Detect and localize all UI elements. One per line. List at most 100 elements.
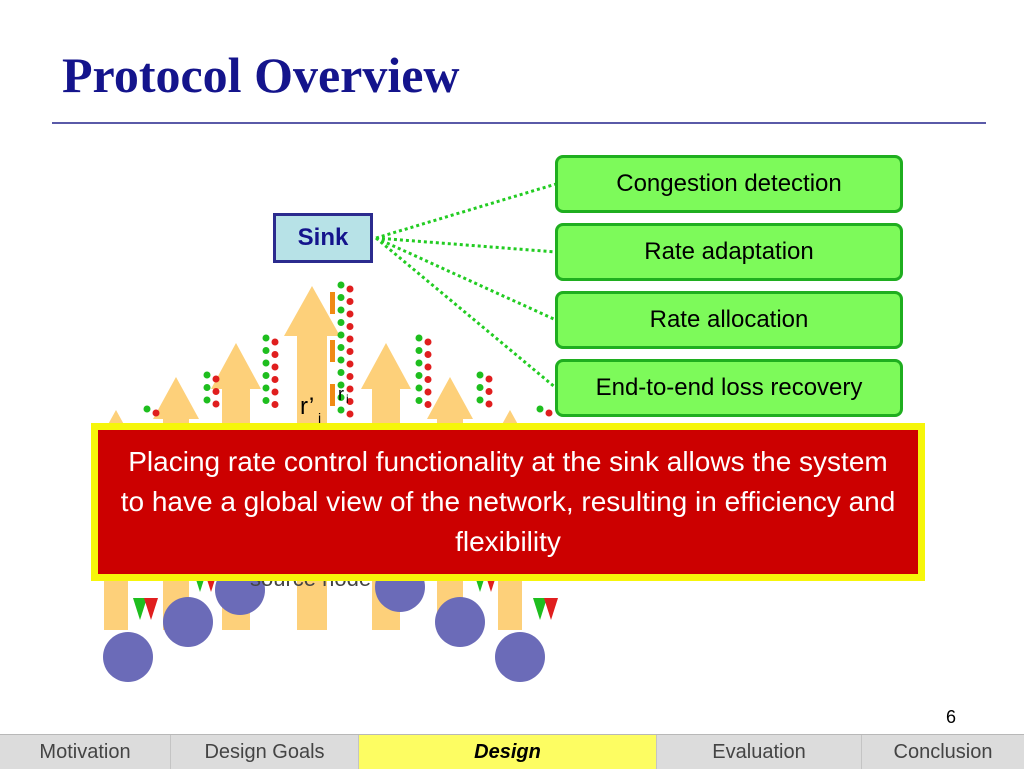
sensor-node-1 [163, 597, 213, 647]
queue-bar-2 [330, 384, 335, 406]
packet-green [476, 396, 484, 404]
packet-triangle-green-3 [533, 598, 547, 620]
packet-green [337, 294, 345, 301]
function-rate-adaptation: Rate adaptation [555, 223, 903, 281]
packet-red [346, 360, 354, 368]
packet-green [262, 334, 270, 342]
packet-red [271, 351, 279, 358]
rate-label: r [338, 384, 344, 404]
packet-green [476, 371, 484, 379]
nav-evaluation[interactable]: Evaluation [657, 735, 862, 769]
packet-green [262, 384, 270, 392]
packet-red [424, 351, 432, 358]
packet-green [262, 397, 270, 404]
function-loss-recovery: End-to-end loss recovery [555, 359, 903, 417]
callout-text: Placing rate control functionality at th… [120, 446, 896, 557]
nav-design-goals[interactable]: Design Goals [171, 735, 359, 769]
packet-green [337, 306, 345, 314]
packet-red [346, 310, 354, 318]
packet-green [415, 347, 423, 354]
rate-label-sub: i [346, 392, 349, 406]
function-rate-allocation: Rate allocation [555, 291, 903, 349]
packet-red [485, 375, 493, 383]
packet-green [337, 406, 345, 414]
packet-red [424, 363, 432, 371]
sensor-node-0 [103, 632, 153, 682]
packet-red [545, 409, 553, 417]
packet-red [271, 388, 279, 396]
packet-red [152, 409, 160, 417]
packet-red [424, 376, 432, 383]
packet-green [337, 356, 345, 364]
sink-function-links [375, 182, 557, 390]
packet-green [337, 344, 345, 351]
packet-green [415, 397, 423, 404]
packet-green [415, 384, 423, 392]
sensor-node-5 [495, 632, 545, 682]
packet-red [424, 401, 432, 408]
packet-triangle-green-0 [133, 598, 147, 620]
packet-red [346, 410, 354, 418]
title-divider [52, 122, 986, 124]
page-number: 6 [946, 707, 957, 727]
queue-bars [330, 292, 335, 406]
packet-triangle-red-3 [544, 598, 558, 620]
packet-red [271, 376, 279, 383]
link-line-1 [375, 236, 557, 254]
packet-red [271, 363, 279, 371]
packet-green [203, 396, 211, 404]
packet-red [346, 323, 354, 330]
link-line-2 [375, 236, 557, 322]
packet-red [346, 385, 354, 393]
packet-red [485, 400, 493, 408]
sink-node-box: Sink [273, 213, 373, 263]
packet-green [415, 359, 423, 367]
queue-bar-1 [330, 340, 335, 362]
packet-green [262, 347, 270, 354]
packet-green [337, 281, 345, 289]
packet-red [346, 348, 354, 355]
packet-green [203, 384, 211, 391]
packet-red [271, 401, 279, 408]
packet-green [143, 405, 151, 413]
packet-red [424, 338, 432, 346]
packet-red [485, 388, 493, 395]
packet-green [337, 319, 345, 326]
packet-triangle-red-0 [144, 598, 158, 620]
packet-green [536, 405, 544, 413]
function-congestion-detection: Congestion detection [555, 155, 903, 213]
nav-design[interactable]: Design [359, 735, 657, 769]
packet-red [212, 388, 220, 395]
rate-label-prime: r’ [300, 393, 315, 420]
packet-green [337, 381, 345, 389]
packet-green [476, 384, 484, 391]
callout-box: Placing rate control functionality at th… [91, 423, 925, 581]
link-line-3 [375, 236, 557, 390]
packet-red [346, 373, 354, 380]
packet-red [346, 398, 354, 405]
packet-green [415, 372, 423, 379]
nav-motivation[interactable]: Motivation [0, 735, 171, 769]
packet-red [212, 375, 220, 383]
packet-green [203, 371, 211, 379]
footer-nav: Motivation Design Goals Design Evaluatio… [0, 734, 1024, 769]
packet-green [337, 331, 345, 339]
packet-green [262, 359, 270, 367]
packet-green [337, 394, 345, 401]
packet-red [212, 400, 220, 408]
packet-red [424, 388, 432, 396]
packet-green [415, 334, 423, 342]
rate-label-prime-sub: i [318, 410, 322, 426]
packet-columns [143, 281, 553, 418]
packet-red [271, 338, 279, 346]
packet-red [346, 285, 354, 293]
link-line-0 [375, 182, 557, 240]
packet-green [337, 369, 345, 376]
slide-title: Protocol Overview [62, 47, 460, 103]
sensor-node-4 [435, 597, 485, 647]
queue-bar-0 [330, 292, 335, 314]
packet-green [262, 372, 270, 379]
nav-conclusion[interactable]: Conclusion [893, 740, 993, 763]
packet-red [346, 335, 354, 343]
packet-red [346, 298, 354, 305]
